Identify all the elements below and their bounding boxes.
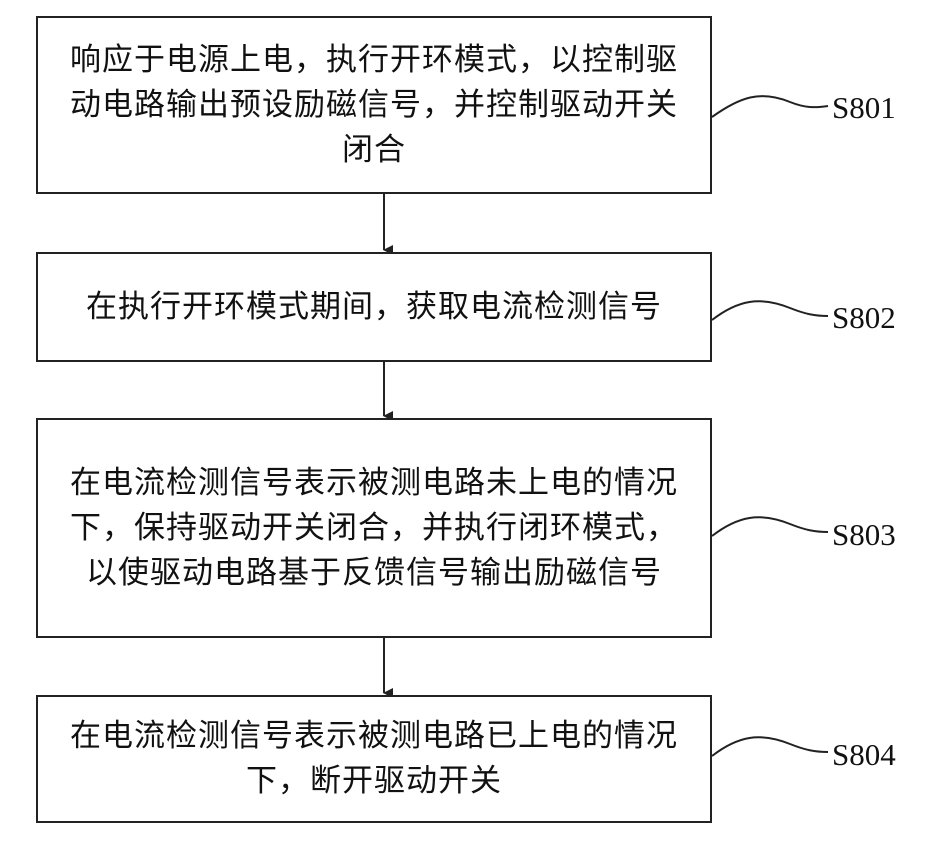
step-box-s804: 在电流检测信号表示被测电路已上电的情况下，断开驱动开关 <box>36 695 712 823</box>
step-box-s802: 在执行开环模式期间，获取电流检测信号 <box>36 252 712 362</box>
step-text-s803: 在电流检测信号表示被测电路未上电的情况下，保持驱动开关闭合，并执行闭环模式，以使… <box>38 461 710 596</box>
leader-s803 <box>712 517 828 536</box>
step-label-s803: S803 <box>832 517 896 553</box>
leader-s804 <box>712 737 828 756</box>
leader-s802 <box>712 301 828 320</box>
step-label-s804: S804 <box>832 737 896 773</box>
step-label-s802: S802 <box>832 300 896 336</box>
step-text-s802: 在执行开环模式期间，获取电流检测信号 <box>38 285 710 330</box>
step-label-s801: S801 <box>832 90 896 126</box>
step-text-s801: 响应于电源上电，执行开环模式，以控制驱动电路输出预设励磁信号，并控制驱动开关闭合 <box>38 38 710 173</box>
step-box-s803: 在电流检测信号表示被测电路未上电的情况下，保持驱动开关闭合，并执行闭环模式，以使… <box>36 418 712 638</box>
leader-s801 <box>712 96 828 117</box>
step-box-s801: 响应于电源上电，执行开环模式，以控制驱动电路输出预设励磁信号，并控制驱动开关闭合 <box>36 16 712 194</box>
step-text-s804: 在电流检测信号表示被测电路已上电的情况下，断开驱动开关 <box>38 714 710 804</box>
